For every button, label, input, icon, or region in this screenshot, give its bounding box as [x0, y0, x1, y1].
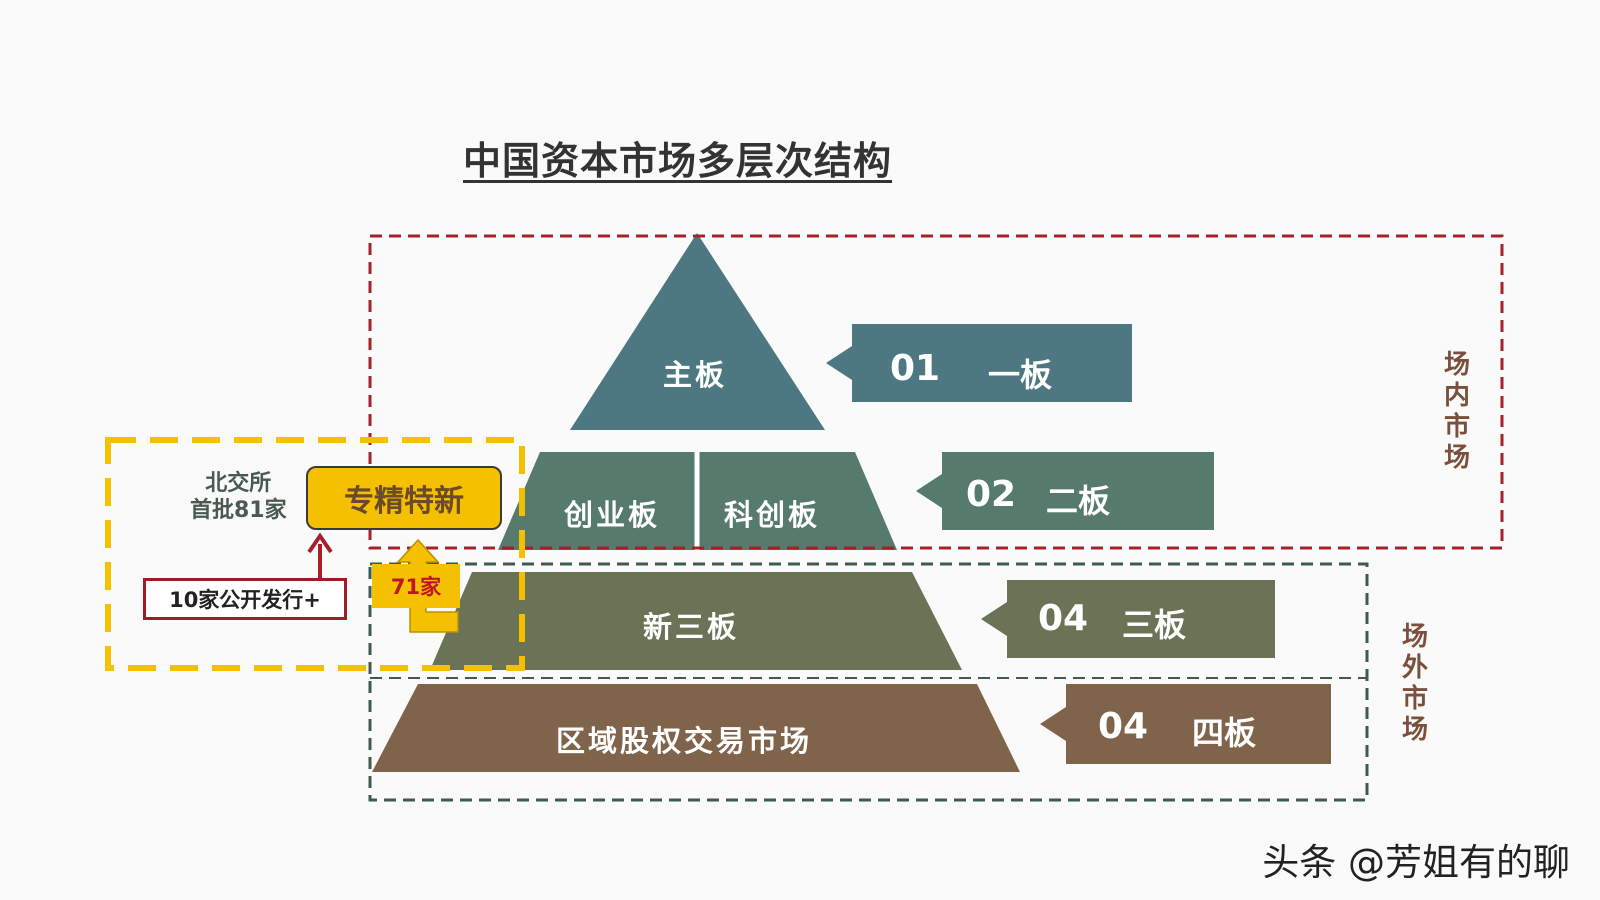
bse-label-line1: 北交所 — [205, 471, 272, 496]
tier-3-label: 新三板 — [643, 610, 740, 644]
tag-3-name: 三板 — [1122, 606, 1187, 644]
page-title: 中国资本市场多层次结构 — [463, 139, 893, 183]
tag-1-number: 01 — [890, 348, 941, 389]
bse-dashed-border — [105, 437, 525, 671]
specialized-button: 专精特新 — [306, 466, 502, 530]
tag-box-4 — [1040, 684, 1331, 764]
public-offering-box: 10家公开发行+ — [143, 578, 347, 620]
pyramid-tier-4 — [372, 684, 1020, 772]
tag-box-2 — [916, 452, 1214, 530]
bse-label: 北交所 首批81家 — [190, 470, 287, 524]
off-exchange-label: 场外市场 — [1401, 622, 1428, 745]
tag-2-name: 二板 — [1046, 482, 1111, 520]
tag-4-name: 四板 — [1192, 714, 1257, 752]
red-up-arrow-head — [307, 532, 333, 554]
watermark: 头条 @芳姐有的聊 — [1262, 841, 1570, 884]
tier-2-left-label: 创业板 — [564, 498, 661, 532]
tag-1-name: 一板 — [988, 356, 1053, 394]
tier-1-label: 主板 — [663, 358, 728, 392]
tag-box-1 — [826, 324, 1132, 402]
tag-2-number: 02 — [966, 474, 1017, 515]
count-badge: 71家 — [372, 564, 460, 608]
tag-3-number: 04 — [1038, 598, 1089, 639]
tier-2-right-label: 科创板 — [724, 498, 821, 532]
tier-4-label: 区域股权交易市场 — [556, 724, 813, 758]
off-exchange-dashed-border — [368, 562, 1369, 802]
pyramid-tier-3 — [430, 572, 962, 670]
tag-box-3 — [981, 580, 1275, 658]
bse-label-line2: 首批81家 — [190, 498, 287, 523]
on-exchange-label: 场内市场 — [1443, 350, 1470, 473]
tag-4-number: 04 — [1098, 706, 1149, 747]
pyramid-tier-1 — [570, 233, 825, 430]
